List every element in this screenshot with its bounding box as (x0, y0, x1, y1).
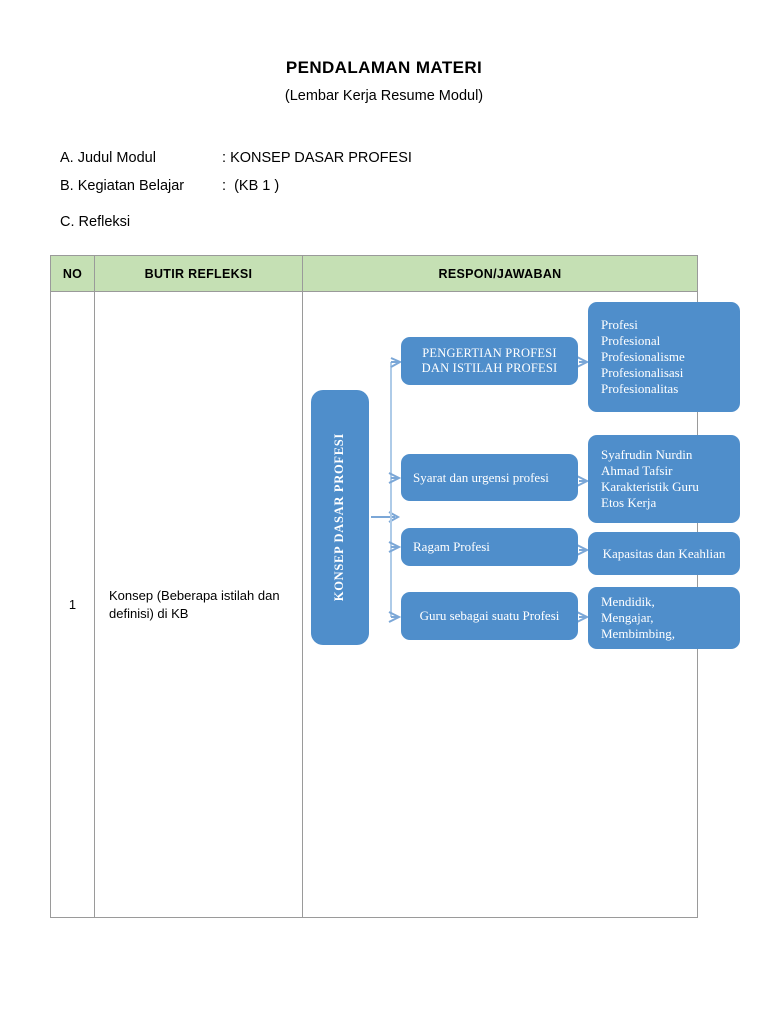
diagram-node-topic-2-label: Syarat dan urgensi profesi (413, 469, 549, 485)
diagram-node-root: KONSEP DASAR PROFESI (311, 390, 369, 645)
butir-refleksi-text: Konsep (Beberapa istilah dan definisi) d… (109, 587, 280, 621)
diagram-node-topic-3: Ragam Profesi (401, 528, 578, 566)
field-kegiatan-belajar: B. Kegiatan Belajar: (KB 1 ) (60, 178, 279, 194)
column-header-butir-refleksi: BUTIR REFLEKSI (95, 256, 303, 291)
diagram-node-detail-3-label: Kapasitas dan Keahlian (602, 545, 726, 561)
diagram-node-detail-2: Syafrudin Nurdin Ahmad Tafsir Karakteris… (588, 435, 740, 523)
page-subtitle: (Lembar Kerja Resume Modul) (284, 88, 484, 104)
section-heading-refleksi: C. Refleksi (60, 214, 131, 230)
field-judul-modul: A. Judul Modul: KONSEP DASAR PROFESI (60, 150, 412, 166)
field-judul-modul-label: A. Judul Modul (60, 150, 156, 166)
diagram-node-detail-1: Profesi Profesional Profesionalisme Prof… (588, 302, 740, 412)
diagram-connectors (371, 356, 590, 623)
diagram-node-topic-4: Guru sebagai suatu Profesi (401, 592, 578, 640)
diagram-node-topic-1: PENGERTIAN PROFESI DAN ISTILAH PROFESI (401, 337, 578, 385)
field-kegiatan-belajar-label: B. Kegiatan Belajar (60, 178, 185, 194)
diagram-node-topic-1-label: PENGERTIAN PROFESI DAN ISTILAH PROFESI (421, 345, 558, 375)
diagram-node-topic-4-label: Guru sebagai suatu Profesi (419, 608, 560, 624)
table-header-row: NO BUTIR REFLEKSI RESPON/JAWABAN (51, 256, 697, 292)
field-judul-modul-separator: : (222, 150, 231, 166)
diagram-node-topic-2: Syarat dan urgensi profesi (401, 454, 578, 501)
field-judul-modul-value: KONSEP DASAR PROFESI (230, 150, 412, 166)
field-kegiatan-belajar-value: (KB 1 ) (234, 178, 280, 194)
column-header-respon-jawaban: RESPON/JAWABAN (438, 266, 562, 281)
concept-diagram: KONSEP DASAR PROFESI PENGERTIAN PROFESI … (303, 292, 740, 917)
page-title: PENDALAMAN MATERI (285, 58, 483, 77)
diagram-node-detail-2-label: Syafrudin Nurdin Ahmad Tafsir Karakteris… (601, 447, 699, 510)
cell-butir-refleksi: Konsep (Beberapa istilah dan definisi) d… (95, 292, 303, 917)
refleksi-table: NO BUTIR REFLEKSI RESPON/JAWABAN 1 Konse… (50, 255, 740, 918)
diagram-node-detail-1-label: Profesi Profesional Profesionalisme Prof… (601, 317, 685, 396)
diagram-node-topic-3-label: Ragam Profesi (413, 539, 490, 555)
field-kegiatan-belajar-separator: : (222, 178, 235, 194)
diagram-node-root-label: KONSEP DASAR PROFESI (332, 433, 347, 602)
diagram-node-detail-3: Kapasitas dan Keahlian (588, 532, 740, 575)
diagram-node-detail-4-label: Mendidik, Mengajar, Membimbing, (601, 594, 676, 641)
cell-respon-jawaban: KONSEP DASAR PROFESI PENGERTIAN PROFESI … (303, 292, 740, 917)
cell-row-number: 1 (51, 292, 95, 917)
table-row: 1 Konsep (Beberapa istilah dan definisi)… (51, 292, 740, 917)
diagram-node-detail-4: Mendidik, Mengajar, Membimbing, (588, 587, 740, 649)
column-header-no: NO (51, 256, 95, 291)
